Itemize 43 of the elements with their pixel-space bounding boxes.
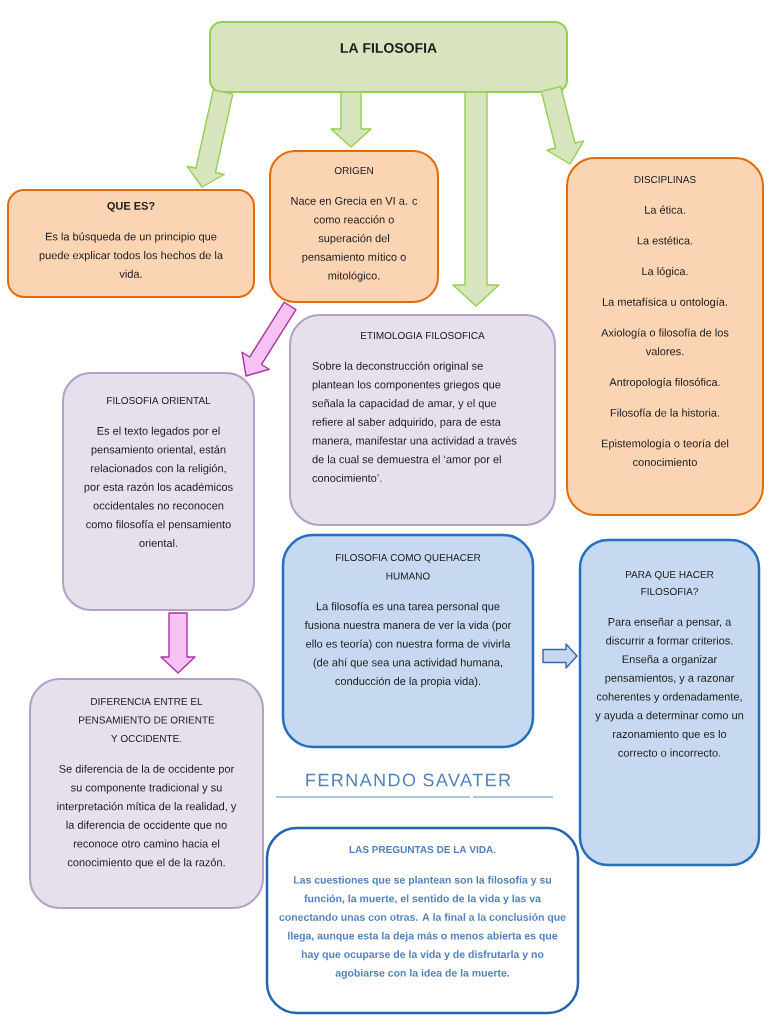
title-box: LA FILOSOFIA <box>209 21 568 93</box>
box-text: Es el texto legados por el pensamiento oriental, están relacionados con la religión, por esta razón los académicos occidentales no reconocen como filosofía el pensamiento oriental. <box>84 426 233 547</box>
list-item: La lógica. <box>642 267 688 278</box>
box-heading: PARA QUE HACER FILOSOFIA? <box>625 571 714 596</box>
box-heading: FILOSOFIA COMO QUEHACER HUMANO <box>336 554 481 580</box>
concept-box <box>269 150 439 303</box>
concept-box <box>578 538 761 867</box>
block-arrow <box>241 301 297 377</box>
block-arrow <box>540 85 585 165</box>
list-item: Antropología filosófica. <box>609 377 720 389</box>
list-item: La estética. <box>637 236 693 245</box>
box-text: Sobre la deconstrucción original se plantean los componentes griegos que señala la capacidad de amar, y el que refiere al saber adquirido, para de esta manera, manifestar una actividad a través de la cual se demuestra el ‘amor por el conocimiento’. <box>312 361 517 482</box>
box-text: Se diferencia de la de occidente por su componente tradicional y su interpretación mítica de la realidad, y la diferencia de occidente que no reconoce otro camino hacia el conocimiento que el de la razón. <box>57 764 237 869</box>
concept-box <box>289 314 556 526</box>
box-text: La filosofía es una tarea personal que fusiona nuestra manera de ver la vida (por ello es teoría) con nuestra forma de vivirla (de ahí que sea una actividad humana, conducción de la propia vida). <box>304 602 512 688</box>
concept-box <box>281 533 535 749</box>
box-text: Nace en Grecia en VI a. c como reacción o superación del pensamiento mítico o mitológico. <box>291 196 418 282</box>
concept-box <box>29 678 264 909</box>
block-arrow <box>452 91 500 307</box>
block-arrow <box>542 643 578 669</box>
list-item: La ética. <box>645 205 685 214</box>
concept-box <box>62 372 255 611</box>
box-heading: LAS PREGUNTAS DE LA VIDA. <box>349 846 496 854</box>
box-heading: FILOSOFIA ORIENTAL <box>107 397 211 405</box>
block-arrow <box>330 91 372 148</box>
concept-box <box>566 157 764 516</box>
list-item: Filosofía de la historia. <box>610 408 719 417</box>
list-item: La metafísica u ontología. <box>602 297 727 309</box>
box-text: Es la búsqueda de un principio que puede explicar todos los hechos de la vida. <box>39 232 223 278</box>
box-text: Para enseñar a pensar, a discurrir a formar criterios. Enseña a organizar pensamientos, y a razonar coherentes y ordenadamente, y ayuda a determinar como un razonamiento que es lo correcto o incorrecto. <box>595 617 744 757</box>
concept-box <box>265 826 580 1015</box>
box-heading: ETIMOLOGIA FILOSOFICA <box>361 332 485 340</box>
box-heading: ORIGEN <box>334 167 373 175</box>
box-heading: QUE ES? <box>107 202 155 212</box>
author-name: FERNANDO SAVATER <box>306 773 511 787</box>
box-text: Las cuestiones que se plantean son la filosofía y su función, la muerte, el sentido de la vida y las va conectando unas con otras. A la final a la conclusión que llega, aunque esta la deja más o menos abierta es que hay que ocuparse de la vida y de disfrutarla y no agobiarse con la idea de la muerte. <box>279 875 566 979</box>
box-heading: DIFERENCIA ENTRE EL PENSAMIENTO DE ORIENTE Y OCCIDENTE. <box>79 698 215 743</box>
box-heading: DISCIPLINAS <box>634 176 696 184</box>
list-item: Epistemología o teoría del conocimiento <box>602 439 729 467</box>
block-arrow <box>160 612 196 674</box>
concept-box <box>7 189 255 298</box>
list-item: Axiología o filosofía de los valores. <box>601 328 729 356</box>
block-arrow <box>186 89 234 188</box>
